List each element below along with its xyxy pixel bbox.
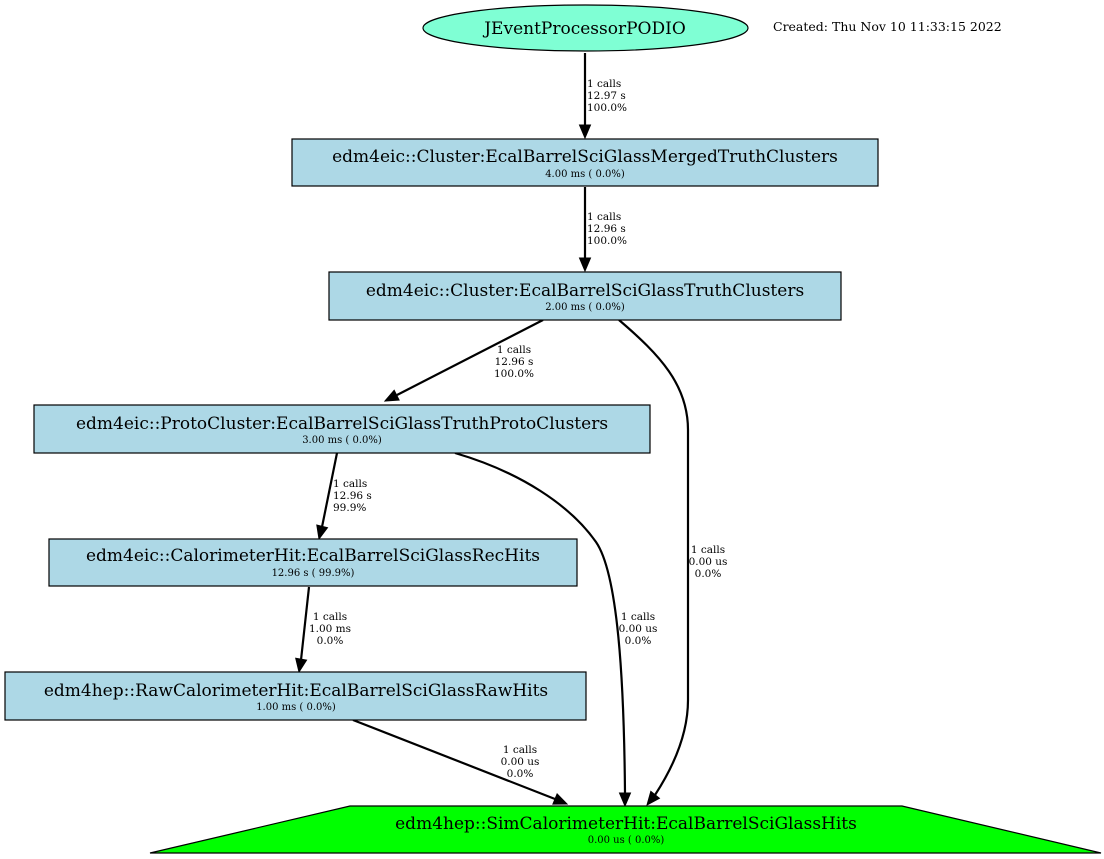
node-title: edm4hep::RawCalorimeterHit:EcalBarrelSci…	[44, 681, 548, 701]
node-box	[4, 671, 587, 721]
node-box	[328, 271, 842, 321]
node-title: edm4hep::SimCalorimeterHit:EcalBarrelSci…	[395, 814, 857, 834]
node-title: edm4eic::Cluster:EcalBarrelSciGlassMerge…	[332, 147, 838, 167]
node-timing: 12.96 s ( 99.9%)	[272, 568, 355, 579]
edge-label-line: 1 calls	[691, 544, 725, 556]
node-rechits[interactable]: edm4eic::CalorimeterHit:EcalBarrelSciGla…	[48, 538, 578, 587]
node-title: edm4eic::ProtoCluster:EcalBarrelSciGlass…	[76, 414, 608, 434]
arrowhead-icon	[316, 524, 329, 541]
node-simhits[interactable]: edm4hep::SimCalorimeterHit:EcalBarrelSci…	[149, 805, 1102, 854]
edge-line	[454, 451, 627, 794]
node-timing: 1.00 ms ( 0.0%)	[256, 702, 336, 713]
node-merged[interactable]: edm4eic::Cluster:EcalBarrelSciGlassMerge…	[291, 138, 879, 187]
node-title: edm4eic::Cluster:EcalBarrelSciGlassTruth…	[366, 281, 804, 301]
arrowhead-icon	[578, 124, 592, 140]
nodes-layer: JEventProcessorPODIOedm4eic::Cluster:Eca…	[4, 4, 1102, 854]
edge-label-line: 1.00 ms	[309, 623, 351, 635]
arrowhead-icon	[578, 257, 592, 273]
edge-line	[352, 718, 556, 801]
edge-label-line: 0.00 us	[501, 756, 540, 768]
edge-label-line: 99.9%	[333, 502, 366, 514]
edge-label-line: 0.00 us	[689, 556, 728, 568]
node-trapezium	[149, 805, 1102, 854]
edge-label-line: 0.0%	[695, 568, 722, 580]
edge-line	[299, 586, 311, 661]
edge-label-line: 0.0%	[625, 635, 652, 647]
edge-label-line: 100.0%	[587, 102, 627, 114]
edge-label-line: 12.96 s	[587, 223, 626, 235]
arrowhead-icon	[618, 792, 632, 808]
arrowhead-icon	[646, 790, 661, 807]
arrowhead-icon	[383, 389, 400, 402]
edge-label-line: 12.97 s	[587, 90, 626, 102]
node-timing: 4.00 ms ( 0.0%)	[545, 169, 625, 180]
edge-label-line: 1 calls	[333, 478, 367, 490]
node-truth[interactable]: edm4eic::Cluster:EcalBarrelSciGlassTruth…	[328, 271, 842, 321]
edge-label-line: 1 calls	[497, 344, 531, 356]
edge-label-line: 12.96 s	[333, 490, 372, 502]
node-box	[48, 538, 578, 587]
node-title: JEventProcessorPODIO	[482, 19, 686, 39]
edge-line	[396, 319, 544, 396]
edge-label-line: 1 calls	[621, 611, 655, 623]
edge-label-line: 1 calls	[587, 78, 621, 90]
arrowhead-icon	[552, 793, 569, 805]
edge-label-line: 100.0%	[587, 235, 627, 247]
edge-label-line: 1 calls	[587, 211, 621, 223]
node-rawhits[interactable]: edm4hep::RawCalorimeterHit:EcalBarrelSci…	[4, 671, 587, 721]
node-timing: 0.00 us ( 0.0%)	[588, 835, 665, 846]
node-box	[291, 138, 879, 187]
node-timing: 3.00 ms ( 0.0%)	[302, 435, 382, 446]
edge-label-line: 1 calls	[313, 611, 347, 623]
edge-line	[618, 319, 690, 796]
edge-label-line: 100.0%	[494, 368, 534, 380]
arrowhead-icon	[295, 657, 308, 674]
edge-label-line: 0.00 us	[619, 623, 658, 635]
edge-line	[320, 452, 339, 528]
edge-label-line: 12.96 s	[495, 356, 534, 368]
created-timestamp: Created: Thu Nov 10 11:33:15 2022	[773, 19, 1002, 34]
edge-label-line: 1 calls	[503, 744, 537, 756]
edge-label-line: 0.0%	[507, 768, 534, 780]
edge-label-line: 0.0%	[317, 635, 344, 647]
node-root[interactable]: JEventProcessorPODIO	[422, 4, 749, 52]
node-ellipse	[422, 4, 749, 52]
node-timing: 2.00 ms ( 0.0%)	[545, 302, 625, 313]
node-title: edm4eic::CalorimeterHit:EcalBarrelSciGla…	[86, 546, 540, 566]
node-proto[interactable]: edm4eic::ProtoCluster:EcalBarrelSciGlass…	[33, 404, 651, 454]
node-box	[33, 404, 651, 454]
